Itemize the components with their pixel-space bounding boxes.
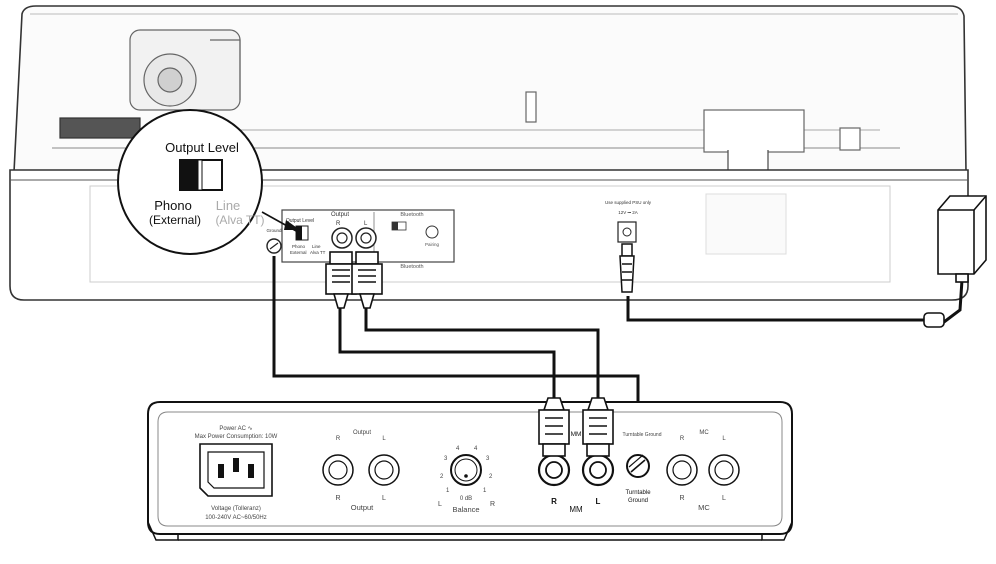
bluetooth-bottom-label: Bluetooth <box>400 264 423 270</box>
power-adapter <box>937 195 987 283</box>
mm-label: MM <box>569 505 583 514</box>
balance-tick: 3 <box>444 456 448 462</box>
amp-plug-l <box>582 397 614 457</box>
amp-output-r-label: R <box>335 495 340 502</box>
callout-title: Output Level <box>165 140 239 155</box>
mc-l-top: L <box>722 436 726 442</box>
mm-l-jack[interactable] <box>581 453 615 487</box>
mc-l-label: L <box>722 495 726 502</box>
amp-rca-plugs <box>538 397 614 457</box>
amp-power-consumption: Max Power Consumption: 10W <box>195 434 278 440</box>
amp-output-l-top: L <box>382 436 386 442</box>
amp-ground-terminal[interactable] <box>626 454 650 478</box>
bluetooth-top-label: Bluetooth <box>400 212 423 218</box>
amp-output-top: Output <box>353 430 371 436</box>
pairing-label: Pairing <box>425 242 440 247</box>
power-spec: 12V ⎓ 2A <box>618 210 638 215</box>
pairing-button[interactable] <box>425 225 439 239</box>
amp-output-l-jack[interactable] <box>368 454 400 486</box>
callout-line-sub: (Alva TT) <box>215 213 264 227</box>
dc-plug <box>619 243 635 293</box>
mm-r-label: R <box>551 497 557 506</box>
mc-l-jack[interactable] <box>708 454 740 486</box>
balance-tick: 3 <box>486 456 490 462</box>
level-switch-label: Output Level <box>286 218 314 224</box>
level-phono-label: Phono <box>292 244 306 249</box>
amp-power-title: Power AC ∿ <box>219 426 252 432</box>
callout-line: Line <box>216 198 241 213</box>
balance-tick: 4 <box>456 446 460 452</box>
amp-plug-r <box>538 397 570 457</box>
level-line-sub: Alva TT <box>310 250 326 255</box>
tonearm-sketch <box>59 29 861 153</box>
ferrite-bead <box>923 312 945 328</box>
amplifier: Power AC ∿ Max Power Consumption: 10W Vo… <box>147 401 793 541</box>
amp-output-label: Output <box>351 503 374 512</box>
callout-phono-sub: (External) <box>149 213 201 227</box>
amp-output-r-jack[interactable] <box>322 454 354 486</box>
level-phono-sub: External <box>290 250 307 255</box>
balance-tick: 2 <box>440 474 444 480</box>
balance-tick: 2 <box>489 474 493 480</box>
mm-r-jack[interactable] <box>537 453 571 487</box>
balance-l: L <box>438 501 442 508</box>
l-cable <box>364 306 600 398</box>
output-r-label: R <box>336 221 341 227</box>
ground-line2: Ground <box>628 498 648 504</box>
amp-output-r-top: R <box>336 436 341 442</box>
level-line-label: Line <box>312 244 321 249</box>
mc-r-top: R <box>680 436 685 442</box>
balance-label: Balance <box>452 505 479 514</box>
output-level-callout: Output Level Phono (External) Line (Alva… <box>117 109 300 255</box>
r-cable <box>338 306 556 398</box>
tt-ground-label: Ground <box>266 228 282 233</box>
mc-r-jack[interactable] <box>666 454 698 486</box>
tt-plug-l <box>351 251 383 309</box>
mm-l-label: L <box>596 497 601 506</box>
mc-top: MC <box>699 430 709 436</box>
mc-label: MC <box>698 503 710 512</box>
mm-top: MM <box>571 431 582 438</box>
turntable-output: Output R L Output Level Phono External L… <box>266 200 652 270</box>
ground-line1: Turntable <box>625 490 651 496</box>
amp-voltage-value: 100-240V AC~60/50Hz <box>205 515 267 521</box>
callout-phono: Phono <box>154 198 192 213</box>
mc-r-label: R <box>679 495 684 502</box>
output-section-label: Output <box>331 212 349 218</box>
balance-tick: 1 <box>446 488 450 494</box>
balance-tick: 4 <box>474 446 478 452</box>
ground-top: Turntable Ground <box>622 432 661 438</box>
amp-output-l-label: L <box>382 495 386 502</box>
output-l-label: L <box>364 221 368 227</box>
tt-plug-r <box>325 251 357 309</box>
tt-rca-plugs <box>325 251 383 309</box>
balance-tick: 1 <box>483 488 487 494</box>
power-label: Use supplied PSU only <box>605 200 652 205</box>
balance-zero: 0 dB <box>460 496 472 502</box>
amp-voltage-label: Voltage (Tolleranz) <box>211 506 261 512</box>
balance-knob[interactable] <box>450 454 482 486</box>
balance-r: R <box>490 501 495 508</box>
